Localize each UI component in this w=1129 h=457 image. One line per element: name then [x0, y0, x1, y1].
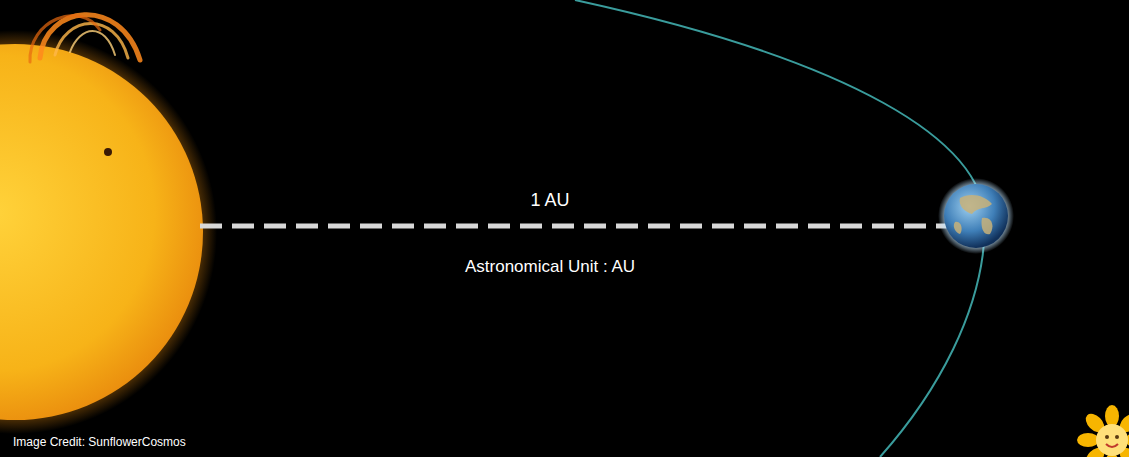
sun — [0, 44, 203, 420]
image-credit: Image Credit: SunflowerCosmos — [10, 435, 189, 449]
earth-halo — [938, 178, 1014, 254]
unit-label: Astronomical Unit : AU — [462, 257, 638, 277]
sun-glow — [0, 30, 217, 434]
earth-land — [954, 195, 993, 234]
earth — [944, 184, 1008, 248]
distance-label: 1 AU — [527, 190, 572, 211]
sunspot — [104, 148, 112, 156]
sunflower-icon — [1077, 405, 1129, 457]
solar-prominence — [30, 15, 140, 62]
distance-line — [200, 224, 948, 229]
